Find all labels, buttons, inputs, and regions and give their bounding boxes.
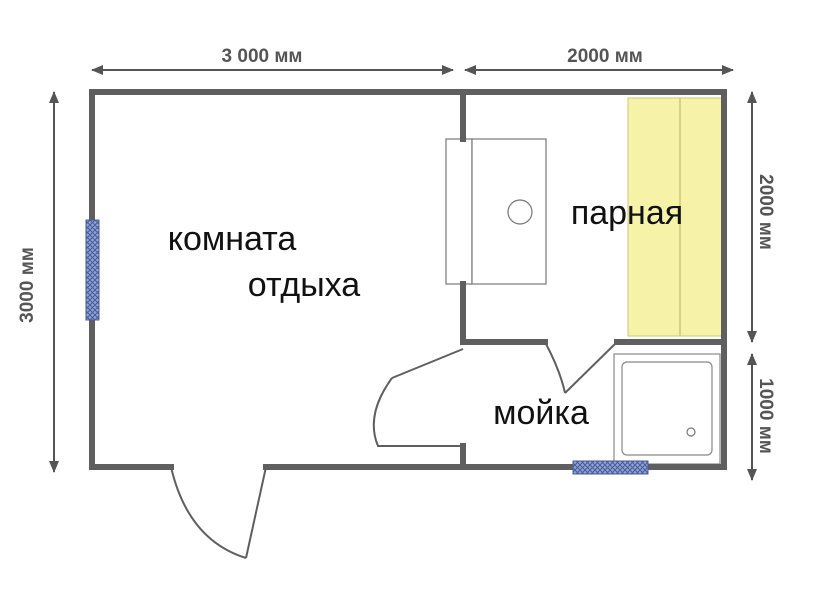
dimension-right-upper-label: 2000 мм bbox=[755, 174, 776, 250]
dimension-top-left-label: 3 000 мм bbox=[222, 46, 303, 67]
dimension-top-left: 3 000 мм bbox=[91, 46, 454, 75]
rest-room-label-line2: отдыха bbox=[248, 266, 361, 304]
drain-icon bbox=[686, 427, 696, 437]
door-steam-room bbox=[544, 341, 618, 394]
stove-burner-icon bbox=[507, 199, 533, 225]
door-washroom bbox=[372, 348, 464, 447]
shower-tray bbox=[613, 353, 721, 465]
dimension-right-lower-label: 1000 мм bbox=[755, 378, 776, 454]
rest-room-label-line1: комната bbox=[168, 220, 297, 258]
door-entrance bbox=[170, 466, 267, 559]
dimension-top-right-label: 2000 мм bbox=[567, 46, 643, 67]
dimension-right-upper: 2000 мм bbox=[747, 91, 776, 343]
dimension-right-lower: 1000 мм bbox=[747, 353, 776, 481]
dimension-left-label: 3000 мм bbox=[17, 247, 38, 323]
walls bbox=[89, 89, 727, 470]
steam-room-bench bbox=[627, 97, 723, 337]
window-bottom bbox=[572, 460, 649, 475]
stove bbox=[445, 138, 547, 285]
dimension-left: 3000 мм bbox=[17, 91, 59, 473]
dimension-top-right: 2000 мм bbox=[464, 46, 734, 75]
steam-room-label: парная bbox=[571, 194, 683, 232]
washroom-label: мойка bbox=[493, 394, 589, 432]
window-left bbox=[85, 219, 100, 321]
